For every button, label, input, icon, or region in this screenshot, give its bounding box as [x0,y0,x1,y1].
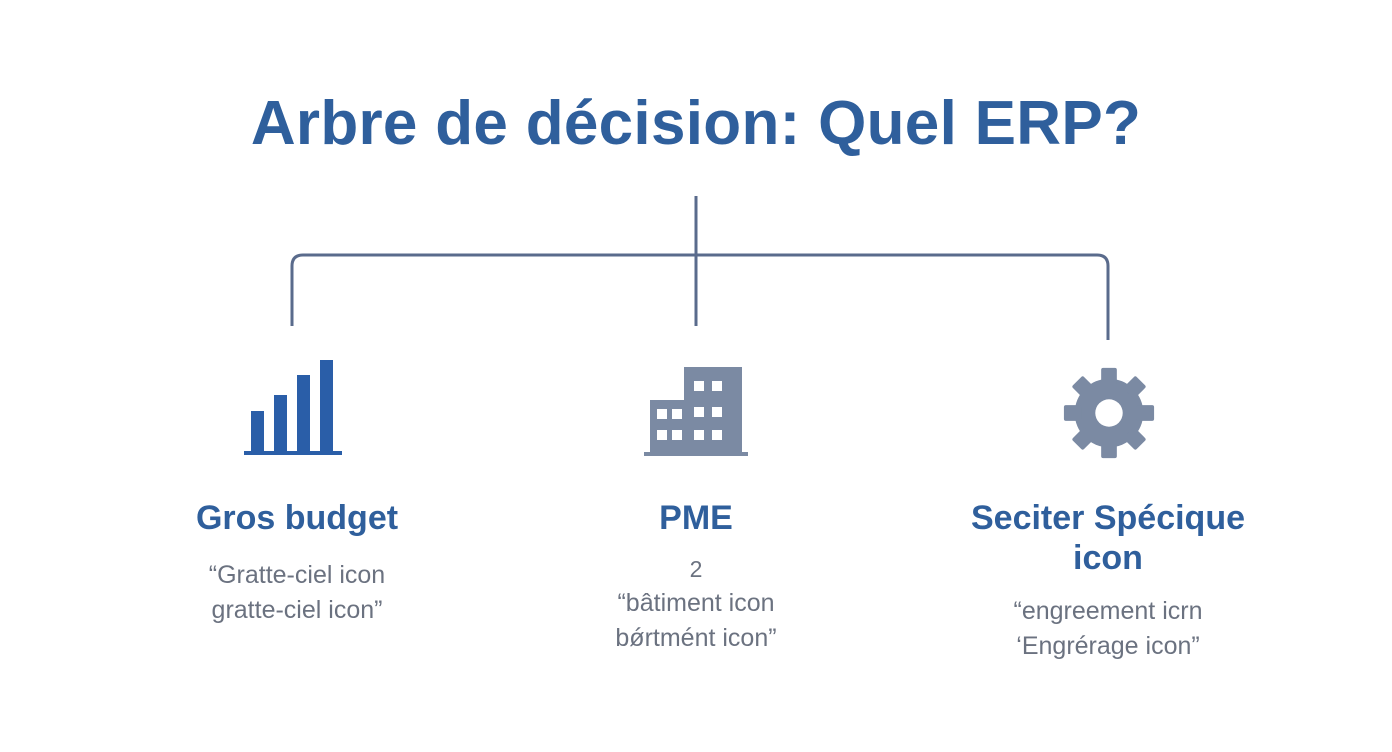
branch-pme: PME 2 “bâtiment icon bǿrtmént icon” [516,498,876,656]
branch-heading: Gros budget [195,499,399,537]
branch-note-line: “Gratte-ciel icon [208,561,386,589]
branch-note-line: “engreement icrn [1013,597,1203,625]
branch-secteur-specifique: Seciter Spécique icon “engreement icrn ‘… [928,498,1288,664]
building-icon [644,367,748,456]
branch-note-line: ‘Engrérage icon” [1016,632,1200,660]
gear-icon [1063,367,1155,459]
page-title: Arbre de décision: Quel ERP? [250,89,1142,158]
branch-note-line: bǿrtmént icon” [615,624,777,652]
branch-heading: Seciter Spécique [970,499,1245,537]
branch-number: 2 [689,556,703,582]
bar-chart-icon [244,360,342,455]
branch-heading: icon [1073,539,1143,577]
branch-gros-budget: Gros budget “Gratte-ciel icon gratte-cie… [117,498,477,628]
branch-heading: PME [659,499,733,537]
branch-note-line: “bâtiment icon [617,589,775,617]
branch-bar [290,253,1110,340]
branch-note-line: gratte-ciel icon” [211,596,383,624]
